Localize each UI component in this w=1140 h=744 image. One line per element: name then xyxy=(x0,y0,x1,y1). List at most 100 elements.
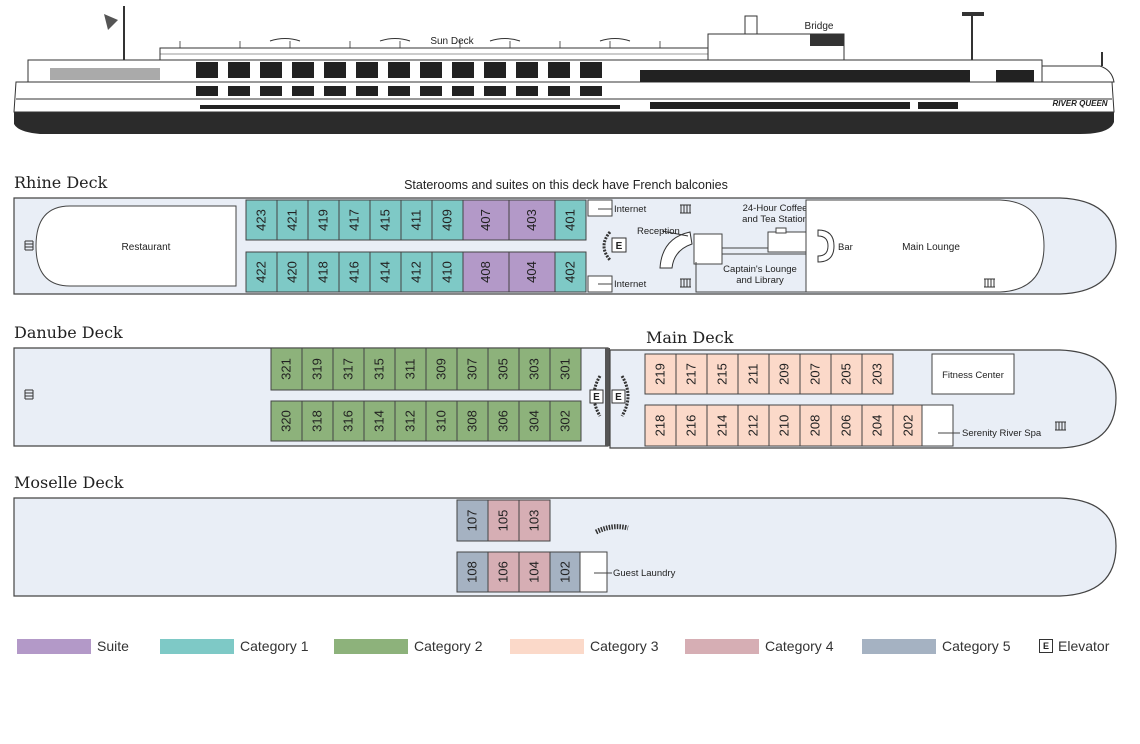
main-room-215 xyxy=(706,353,739,395)
moselle-room-number-106: 106 xyxy=(496,561,511,583)
restaurant-label: Restaurant xyxy=(122,242,171,253)
legend-cat2: Category 2 xyxy=(334,636,482,656)
danube-room-317 xyxy=(332,347,365,391)
moselle-room-104 xyxy=(518,551,551,593)
legend-label-elevator: Elevator xyxy=(1058,638,1110,654)
danube-room-number-307: 307 xyxy=(465,358,480,380)
rhine-room-402 xyxy=(554,251,587,293)
moselle-room-number-105: 105 xyxy=(496,510,511,532)
moselle-deck-title: Moselle Deck xyxy=(14,473,124,492)
rhine-room-number-415: 415 xyxy=(378,209,393,231)
main-room-202 xyxy=(892,404,925,447)
legend-swatch-cat5 xyxy=(862,638,936,654)
danube-room-number-314: 314 xyxy=(372,410,387,432)
moselle-top-rooms: 107 105 103 xyxy=(456,499,551,542)
danube-room-number-318: 318 xyxy=(310,410,325,432)
restaurant-area xyxy=(35,205,237,287)
rhine-room-number-404: 404 xyxy=(524,261,539,283)
legend-suite: Suite xyxy=(17,636,129,656)
main-room-203 xyxy=(861,353,894,395)
danube-room-number-316: 316 xyxy=(341,410,356,432)
danube-room-315 xyxy=(363,347,396,391)
moselle-room-102 xyxy=(549,551,582,593)
danube-room-number-305: 305 xyxy=(496,358,511,380)
lounge-library-line-2: and Library xyxy=(736,275,784,286)
danube-stairs xyxy=(24,389,34,400)
rhine-room-number-416: 416 xyxy=(347,261,362,283)
rhine-room-number-401: 401 xyxy=(563,209,578,231)
main-room-number-217: 217 xyxy=(684,363,699,385)
main-room-204 xyxy=(861,404,894,447)
main-room-219 xyxy=(644,353,677,395)
danube-room-316 xyxy=(332,400,365,442)
spa-label: Serenity River Spa xyxy=(962,428,1042,439)
rhine-room-number-402: 402 xyxy=(563,261,578,283)
internet-bottom-label: Internet xyxy=(614,279,647,290)
danube-room-number-319: 319 xyxy=(310,358,325,380)
danube-room-307 xyxy=(456,347,489,391)
danube-room-number-310: 310 xyxy=(434,410,449,432)
legend-swatch-cat2 xyxy=(334,638,408,654)
rhine-deck-note: Staterooms and suites on this deck have … xyxy=(404,178,728,192)
rhine-room-412 xyxy=(400,251,433,293)
main-stairs-aft xyxy=(1055,421,1066,431)
bar-label: Bar xyxy=(838,242,853,253)
danube-room-320 xyxy=(270,400,303,442)
main-room-number-211: 211 xyxy=(746,364,761,385)
rhine-room-422 xyxy=(245,251,278,293)
rhine-room-number-421: 421 xyxy=(285,209,300,231)
danube-room-number-306: 306 xyxy=(496,410,511,432)
lounge-library-line-1: Captain's Lounge xyxy=(723,264,797,275)
moselle-room-number-103: 103 xyxy=(527,510,542,532)
main-room-number-209: 209 xyxy=(777,363,792,385)
moselle-stairs xyxy=(594,524,629,535)
moselle-room-107 xyxy=(456,499,489,542)
main-room-number-203: 203 xyxy=(870,363,885,385)
main-room-218 xyxy=(644,404,677,447)
legend-label-cat1: Category 1 xyxy=(240,638,309,654)
legend-label-cat2: Category 2 xyxy=(414,638,483,654)
legend-label-suite: Suite xyxy=(97,638,129,654)
danube-elevator: E xyxy=(589,375,604,417)
rhine-room-number-417: 417 xyxy=(347,209,362,231)
main-room-number-215: 215 xyxy=(715,363,730,385)
main-room-207 xyxy=(799,353,832,395)
svg-text:E: E xyxy=(593,392,600,403)
legend-cat4: Category 4 xyxy=(685,636,833,656)
main-room-number-214: 214 xyxy=(715,415,730,437)
legend: Suite Category 1 Category 2 Category 3 C… xyxy=(0,630,1140,660)
rhine-room-number-409: 409 xyxy=(440,209,455,231)
legend-swatch-cat1 xyxy=(160,638,234,654)
danube-room-311 xyxy=(394,347,427,391)
ship-profile xyxy=(13,6,1115,134)
main-room-208 xyxy=(799,404,832,447)
elevator-icon: E xyxy=(1039,639,1053,653)
rhine-room-number-420: 420 xyxy=(285,261,300,283)
rhine-room-421 xyxy=(276,199,309,241)
danube-deck-title: Danube Deck xyxy=(14,323,123,342)
moselle-room-number-107: 107 xyxy=(465,510,480,532)
main-room-number-207: 207 xyxy=(808,363,823,385)
coffee-line-2: and Tea Station xyxy=(742,214,808,225)
danube-room-304 xyxy=(518,400,551,442)
danube-room-number-308: 308 xyxy=(465,410,480,432)
danube-room-number-311: 311 xyxy=(403,359,418,380)
main-room-number-216: 216 xyxy=(684,415,699,437)
danube-room-number-321: 321 xyxy=(279,358,294,380)
rhine-stairs-aft xyxy=(984,278,995,288)
danube-room-number-304: 304 xyxy=(527,410,542,432)
rhine-room-number-412: 412 xyxy=(409,261,424,283)
rhine-room-number-418: 418 xyxy=(316,261,331,283)
moselle-room-105 xyxy=(487,499,520,542)
danube-room-number-309: 309 xyxy=(434,358,449,380)
main-room-number-210: 210 xyxy=(777,415,792,437)
rhine-stairs-mid xyxy=(680,204,691,288)
legend-cat5: Category 5 xyxy=(862,636,1010,656)
rhine-room-number-403: 403 xyxy=(524,209,539,231)
main-room-number-212: 212 xyxy=(746,415,761,437)
legend-swatch-cat3 xyxy=(510,638,584,654)
